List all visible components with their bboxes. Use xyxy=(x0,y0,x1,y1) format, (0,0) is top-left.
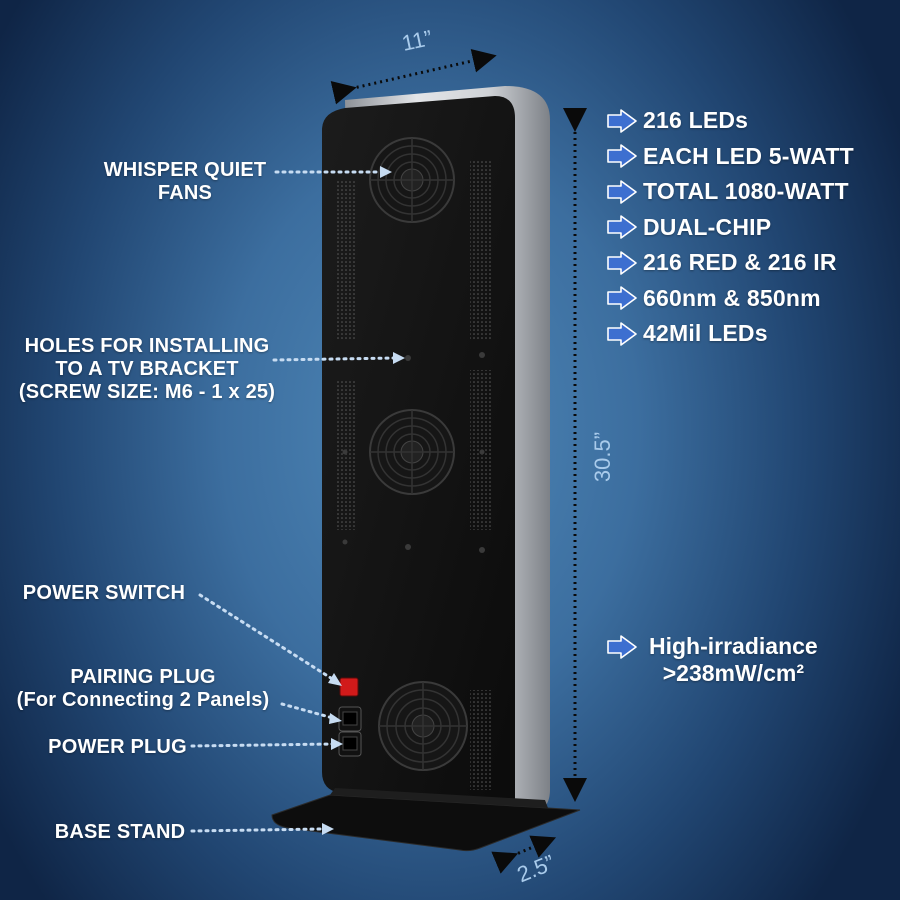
spec-text: 216 RED & 216 IR xyxy=(643,249,837,276)
leader-lines xyxy=(190,170,397,833)
spec-text: 42Mil LEDs xyxy=(643,320,768,347)
spec-item: TOTAL 1080-WATT xyxy=(607,174,854,210)
pairing-plug xyxy=(338,706,362,732)
arrow-right-icon xyxy=(607,286,637,311)
mounting-holes xyxy=(342,352,485,553)
arrow-right-icon xyxy=(607,215,637,240)
spec-text: DUAL-CHIP xyxy=(643,213,772,240)
arrow-right-icon xyxy=(607,108,637,133)
spec-item: 216 RED & 216 IR xyxy=(607,245,854,281)
arrow-right-icon xyxy=(607,179,637,204)
arrow-right-icon xyxy=(607,250,637,275)
callout-power-switch: POWER SWITCH xyxy=(22,582,186,604)
dimension-arrows xyxy=(330,48,587,874)
leader-arrowheads xyxy=(322,166,405,835)
callout-pairing-plug: PAIRING PLUG (For Connecting 2 Panels) xyxy=(4,666,282,712)
irradiance-line2: >238mW/cm² xyxy=(662,660,804,686)
callout-holes-line3: (SCREW SIZE: M6 - 1 x 25) xyxy=(18,381,276,403)
callout-holes-line1: HOLES FOR INSTALLING xyxy=(24,335,270,357)
callout-fans-line1: WHISPER QUIET xyxy=(103,159,267,181)
callout-pairing-line1: PAIRING PLUG xyxy=(70,666,216,688)
spec-text: TOTAL 1080-WATT xyxy=(643,178,849,205)
callout-fans-line2: FANS xyxy=(157,182,213,204)
height-dimension-label: 30.5” xyxy=(590,431,616,483)
spec-item: EACH LED 5-WATT xyxy=(607,139,854,175)
fan-middle xyxy=(369,409,455,495)
callout-pairing-line2: (For Connecting 2 Panels) xyxy=(16,689,270,711)
arrow-right-icon xyxy=(607,144,637,169)
irradiance-text: High-irradiance >238mW/cm² xyxy=(649,633,818,687)
arrow-right-icon xyxy=(607,635,637,659)
fan-top xyxy=(369,137,455,223)
spec-item: 660nm & 850nm xyxy=(607,281,854,317)
callout-base-stand: BASE STAND xyxy=(54,821,186,843)
irradiance-line1: High-irradiance xyxy=(649,633,818,659)
spec-item: 42Mil LEDs xyxy=(607,316,854,352)
callout-holes: HOLES FOR INSTALLING TO A TV BRACKET (SC… xyxy=(8,335,286,404)
arrow-right-icon xyxy=(607,321,637,346)
callout-holes-line2: TO A TV BRACKET xyxy=(55,358,239,380)
spec-text: 660nm & 850nm xyxy=(643,284,821,311)
spec-list: 216 LEDs EACH LED 5-WATT TOTAL 1080-WATT… xyxy=(607,103,854,352)
spec-item: DUAL-CHIP xyxy=(607,210,854,246)
spec-text: EACH LED 5-WATT xyxy=(643,142,854,169)
spec-text: 216 LEDs xyxy=(643,107,749,134)
callout-power-plug: POWER PLUG xyxy=(48,736,187,758)
spec-item: 216 LEDs xyxy=(607,103,854,139)
fan-bottom xyxy=(378,681,468,771)
irradiance-callout: High-irradiance >238mW/cm² xyxy=(607,633,818,687)
power-switch xyxy=(339,677,359,697)
callout-fans: WHISPER QUIET FANS xyxy=(90,159,280,205)
